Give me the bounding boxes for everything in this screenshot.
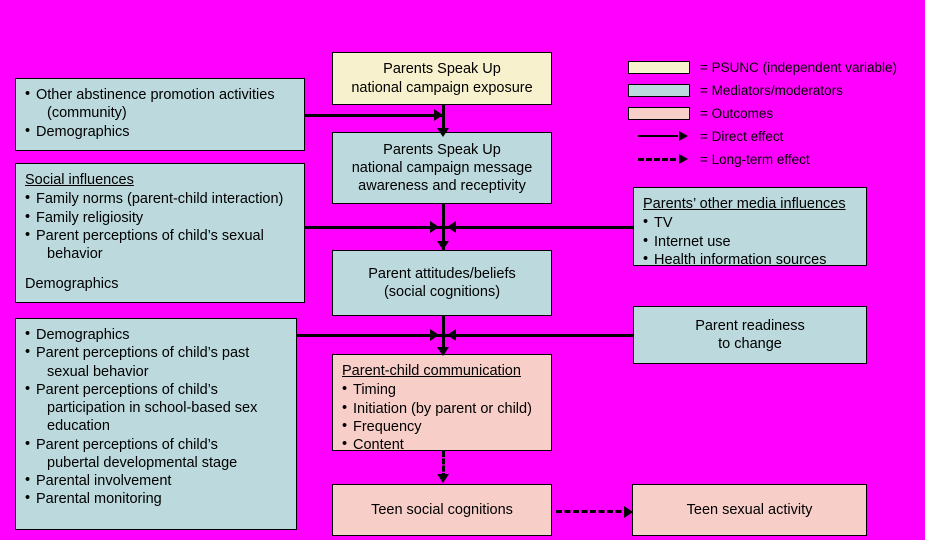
legend-label-long-term-effect: = Long-term effect [700,152,810,167]
connector-readiness-to-trunk [443,334,633,337]
arrowhead-social-influences [430,221,439,233]
arrowhead-perceptions [430,329,439,341]
box-teen-social-cognitions[interactable]: Teen social cognitions [332,484,552,536]
box-media-influences[interactable]: Parents’ other media influences TV Inter… [633,187,867,269]
connector-perceptions-to-trunk [297,334,443,337]
arrowhead-exposure-down [437,128,449,137]
box-parent-readiness[interactable]: Parent readiness to change [633,306,867,364]
parent-child-communication-item-2: Initiation (by parent or child) [342,399,543,418]
media-influences-heading: Parents’ other media influences [643,196,846,212]
arrowhead-teen-activity [624,506,633,518]
social-influences-heading: Social influences [25,172,134,188]
other-abstinence-item-2: Demographics [25,122,296,141]
legend-item-psunc: = PSUNC (independent variable) [628,58,918,77]
legend-swatch-mediators [628,84,690,97]
parent-readiness-line1: Parent readiness [695,317,805,334]
parent-perceptions-item-3-cont-2: education [47,418,110,435]
teen-social-cognitions-label: Teen social cognitions [371,501,513,518]
box-parent-attitudes[interactable]: Parent attitudes/beliefs (social cogniti… [332,250,552,316]
psunc-exposure-line1: Parents Speak Up [383,61,501,78]
connector-media-influences-to-trunk [443,226,633,229]
parent-child-communication-item-4: Content [342,435,543,454]
other-abstinence-item-1-cont: (community) [47,105,127,122]
legend-item-mediators: = Mediators/moderators [628,81,918,100]
parent-perceptions-item-4: Parent perceptions of child’s [25,435,288,454]
psunc-awareness-line3: awareness and receptivity [358,178,526,195]
parent-attitudes-line2: (social cognitions) [383,284,501,300]
legend-item-direct-effect: = Direct effect [628,127,918,146]
arrowhead-abstinence [434,109,443,121]
social-influences-spacer [25,263,296,275]
media-influences-item-2: Internet use [643,232,858,251]
legend-label-psunc: = PSUNC (independent variable) [700,60,897,75]
social-influences-footer: Demographics [25,276,119,293]
other-abstinence-item-1: Other abstinence promotion activities [25,85,296,104]
parent-readiness-line2: to change [718,336,782,352]
legend: = PSUNC (independent variable) = Mediato… [628,58,918,173]
connector-social-influences-to-trunk [303,226,443,229]
legend-label-outcomes: = Outcomes [700,106,774,121]
arrowhead-media-influences [447,221,456,233]
box-other-abstinence[interactable]: Other abstinence promotion activities (c… [15,78,305,151]
parent-perceptions-item-5: Parental involvement [25,471,288,490]
solid-arrow-icon [628,130,690,143]
psunc-awareness-line2: national campaign message [351,159,533,176]
parent-perceptions-item-2: Parent perceptions of child’s past [25,343,288,362]
parent-perceptions-item-1: Demographics [25,325,288,344]
social-influences-item-2: Family religiosity [25,208,296,227]
media-influences-item-1: TV [643,213,858,232]
parent-perceptions-item-4-cont: pubertal developmental stage [47,454,238,471]
legend-swatch-outcomes [628,107,690,120]
connector-communication-to-teen-cognitions [442,451,445,479]
parent-child-communication-item-1: Timing [342,380,543,399]
psunc-awareness-line1: Parents Speak Up [383,141,501,158]
parent-perceptions-item-2-cont: sexual behavior [47,363,149,380]
teen-sexual-activity-label: Teen sexual activity [686,501,813,518]
arrowhead-readiness [447,329,456,341]
legend-swatch-psunc [628,61,690,74]
legend-label-direct-effect: = Direct effect [700,129,784,144]
parent-perceptions-item-3: Parent perceptions of child’s [25,380,288,399]
box-psunc-awareness[interactable]: Parents Speak Up national campaign messa… [332,132,552,204]
arrowhead-attitudes-down [437,241,449,250]
legend-label-mediators: = Mediators/moderators [700,83,843,98]
box-social-influences[interactable]: Social influences Family norms (parent-c… [15,163,305,303]
parent-perceptions-item-3-cont-1: participation in school-based sex [47,400,258,417]
arrowhead-teen-cognitions-down [437,474,449,483]
connector-teen-cognitions-to-activity [556,510,630,513]
parent-perceptions-item-6: Parental monitoring [25,489,288,508]
box-teen-sexual-activity[interactable]: Teen sexual activity [632,484,867,536]
box-parent-child-communication[interactable]: Parent-child communication Timing Initia… [332,354,552,454]
legend-item-outcomes: = Outcomes [628,104,918,123]
social-influences-item-3: Parent perceptions of child’s sexual [25,226,296,245]
box-psunc-exposure[interactable]: Parents Speak Up national campaign expos… [332,52,552,105]
parent-child-communication-item-3: Frequency [342,417,543,436]
dashed-arrow-icon [628,153,690,166]
legend-item-long-term-effect: = Long-term effect [628,150,918,169]
parent-child-communication-heading: Parent-child communication [342,363,521,379]
arrowhead-communication-down [437,347,449,356]
psunc-exposure-line2: national campaign exposure [351,79,533,96]
media-influences-item-3: Health information sources [643,250,858,269]
social-influences-item-3-cont: behavior [47,246,103,263]
connector-exposure-to-awareness [442,105,445,137]
parent-attitudes-line1: Parent attitudes/beliefs [368,265,516,282]
social-influences-item-1: Family norms (parent-child interaction) [25,189,296,208]
box-parent-perceptions[interactable]: Demographics Parent perceptions of child… [15,318,297,530]
connector-abstinence-to-trunk [303,114,444,117]
